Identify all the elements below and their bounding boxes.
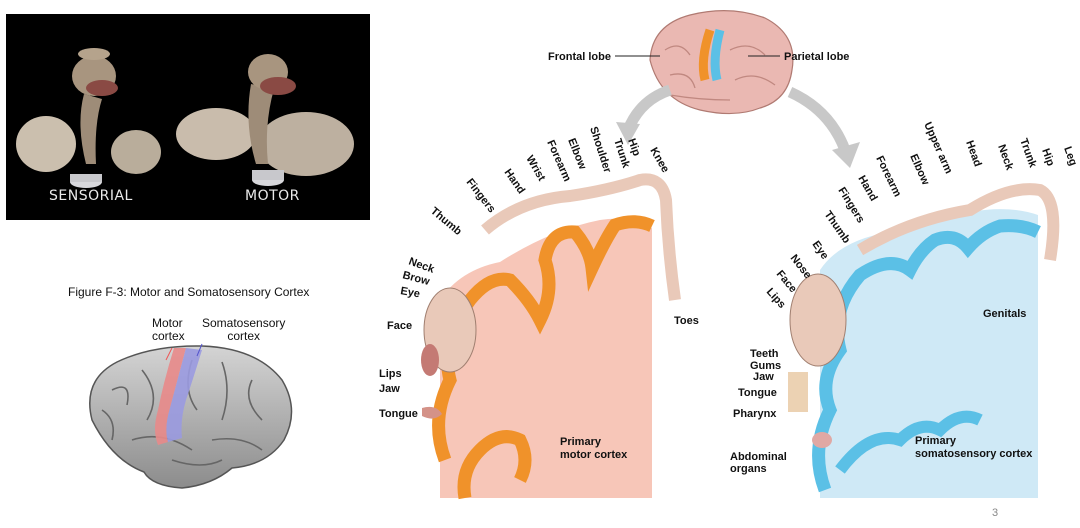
label-hand: Hand bbox=[502, 167, 528, 196]
parietal-lobe-label: Parietal lobe bbox=[784, 51, 849, 63]
label-abdominal: Abdominal bbox=[730, 451, 787, 463]
motor-title-line2: motor cortex bbox=[560, 449, 628, 461]
sensory-title-line1: Primary bbox=[915, 435, 957, 447]
label-pharynx: Pharynx bbox=[733, 408, 777, 420]
label-knee: Knee bbox=[647, 146, 671, 175]
frontal-lobe-label: Frontal lobe bbox=[548, 51, 611, 63]
label-trunk-s: Trunk bbox=[1017, 137, 1039, 170]
homunculus-photo: SENSORIAL MOTOR bbox=[6, 14, 370, 220]
label-lips-s: Lips bbox=[764, 286, 788, 311]
label-tongue-s: Tongue bbox=[738, 387, 777, 399]
right-arrow bbox=[790, 92, 845, 150]
sensorial-label: SENSORIAL bbox=[49, 188, 133, 204]
label-forearm-s: Forearm bbox=[873, 154, 903, 199]
label-toes: Toes bbox=[674, 315, 699, 327]
label-neck-s: Neck bbox=[995, 143, 1016, 173]
page-number: 3 bbox=[992, 507, 998, 519]
label-thumb: Thumb bbox=[428, 205, 464, 238]
label-elbow-s: Elbow bbox=[907, 152, 931, 187]
motor-label: MOTOR bbox=[245, 188, 300, 204]
label-thumb-s: Thumb bbox=[822, 209, 853, 246]
label-teeth: Teeth bbox=[750, 348, 779, 360]
top-brain bbox=[615, 11, 793, 114]
somato-label-line2: cortex bbox=[202, 330, 285, 343]
label-tongue: Tongue bbox=[379, 408, 418, 420]
label-genitals: Genitals bbox=[983, 308, 1026, 320]
label-jaw: Jaw bbox=[379, 383, 400, 395]
label-head: Head bbox=[963, 139, 983, 168]
label-face: Face bbox=[387, 320, 412, 332]
label-wrist: Wrist bbox=[523, 154, 547, 184]
motor-cortex-label: Motor cortex bbox=[152, 317, 185, 343]
label-hand-s: Hand bbox=[855, 174, 879, 204]
figure-caption: Figure F-3: Motor and Somatosensory Cort… bbox=[68, 285, 309, 299]
label-fingers-s: Fingers bbox=[835, 185, 866, 225]
label-organs: organs bbox=[730, 463, 767, 475]
label-leg: Leg bbox=[1061, 145, 1079, 167]
somatosensory-cortex-label: Somatosensory cortex bbox=[202, 317, 285, 343]
label-jaw-s: Jaw bbox=[753, 371, 774, 383]
label-eye: Eye bbox=[399, 285, 420, 300]
homunculus-diagram: Frontal lobe Parietal lobe Primary motor… bbox=[370, 0, 1080, 528]
sensory-title-line2: somatosensory cortex bbox=[915, 448, 1033, 460]
label-fingers: Fingers bbox=[464, 176, 498, 215]
top-brain-sensory-strip bbox=[715, 30, 720, 80]
label-lips: Lips bbox=[379, 368, 402, 380]
label-eye-s: Eye bbox=[810, 239, 831, 262]
label-upper-arm: Upper arm bbox=[921, 120, 954, 175]
label-shoulder: Shoulder bbox=[587, 125, 613, 175]
motor-label-line2: cortex bbox=[152, 330, 185, 343]
label-hip-s: Hip bbox=[1039, 147, 1056, 168]
motor-title-line1: Primary bbox=[560, 436, 602, 448]
